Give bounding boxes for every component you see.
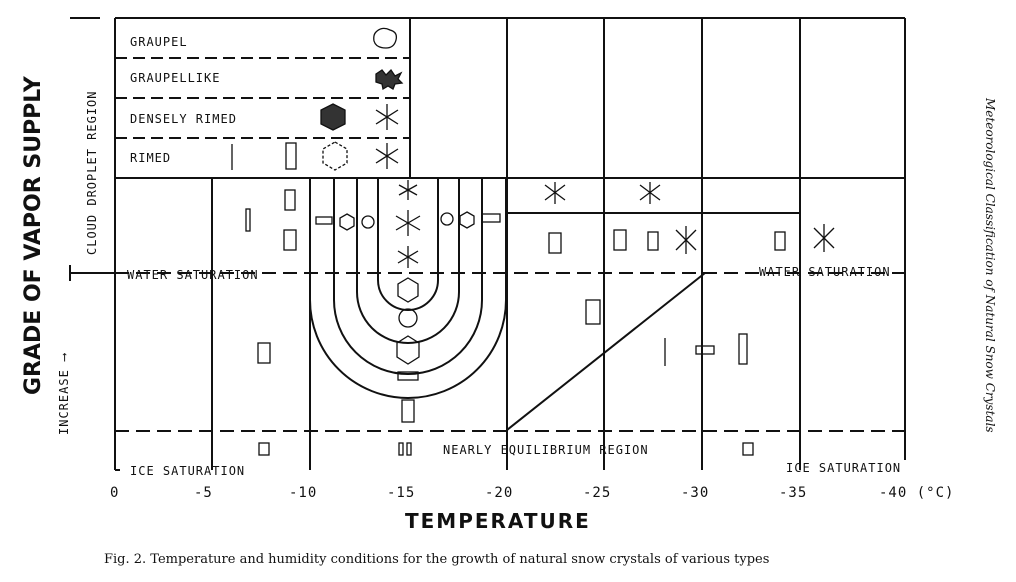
spatial-dendrite-icon	[544, 182, 566, 204]
sheath-icon	[245, 208, 251, 232]
column-icon	[738, 333, 748, 365]
x-tick-minus15: -15	[387, 485, 415, 501]
bullet-icon	[742, 442, 754, 456]
rimed-plate-icon	[322, 141, 348, 171]
dendrite-icon	[398, 180, 418, 200]
radiating-assemblage-icon	[813, 224, 835, 252]
nearly-equilibrium-label: NEARLY EQUILIBRIUM REGION	[443, 443, 649, 457]
cloud-droplet-region-label: CLOUD DROPLET REGION	[85, 91, 99, 256]
diagram-frame	[69, 17, 906, 471]
legend-graupel: GRAUPEL	[130, 35, 188, 49]
bullet-icon	[258, 442, 270, 456]
sector-plate-icon	[397, 277, 419, 303]
x-tick-minus10: -10	[289, 485, 317, 501]
broad-branch-icon	[398, 308, 418, 328]
legend-separators	[115, 57, 410, 139]
bullet-icon	[406, 442, 412, 456]
plate-icon	[459, 211, 475, 229]
plate-icon	[315, 216, 333, 225]
x-tick-minus40: -40 (°C)	[879, 485, 954, 501]
ice-saturation-label-right: ICE SATURATION	[786, 461, 901, 475]
growth-envelope-curves	[309, 178, 507, 399]
stellar-icon	[397, 246, 419, 268]
column-icon	[647, 231, 659, 251]
hollow-column-icon	[585, 299, 601, 325]
densely-rimed-plate-icon	[320, 103, 346, 131]
x-tick-minus30: -30	[681, 485, 709, 501]
spatial-dendrite-icon	[639, 182, 661, 204]
plate-icon	[396, 335, 420, 365]
x-tick-minus5: -5	[194, 485, 213, 501]
y-axis-title: GRADE OF VAPOR SUPPLY	[21, 75, 46, 395]
hollow-column-icon	[284, 189, 296, 211]
x-tick-minus35: -35	[779, 485, 807, 501]
plate-icon	[481, 213, 501, 223]
graupellike-icon	[375, 68, 404, 91]
x-tick-minus20: -20	[485, 485, 513, 501]
ice-saturation-label-left: ICE SATURATION	[130, 464, 245, 478]
densely-rimed-dendrite-icon	[375, 104, 399, 130]
thick-plate-icon	[695, 345, 715, 355]
thick-plate-icon	[397, 371, 419, 381]
x-axis-title: TEMPERATURE	[405, 509, 591, 533]
side-running-title: Meteorological Classification of Natural…	[983, 97, 997, 433]
legend-rimed: RIMED	[130, 151, 171, 165]
sector-icon	[361, 215, 375, 229]
y-axis-increase-label: INCREASE ⟶	[57, 353, 71, 435]
plate-icon	[339, 213, 355, 231]
rimed-dendrite-icon	[375, 143, 399, 169]
column-icon	[283, 229, 297, 251]
dendrite-icon	[395, 210, 421, 236]
short-column-icon	[401, 399, 415, 423]
crystal-icons	[211, 27, 835, 456]
column-icon	[257, 342, 271, 364]
column-icon	[774, 231, 786, 251]
graupel-icon	[373, 27, 398, 49]
x-tick-minus25: -25	[583, 485, 611, 501]
column-icon	[613, 229, 627, 251]
water-saturation-label-left: WATER SATURATION	[127, 268, 259, 282]
radiating-assemblage-icon	[675, 226, 697, 254]
rimed-column-icon	[285, 142, 297, 170]
sector-icon	[440, 212, 454, 226]
figure-caption: Fig. 2. Temperature and humidity conditi…	[104, 552, 769, 567]
x-tick-0: 0	[110, 485, 119, 501]
legend-graupellike: GRAUPELLIKE	[130, 71, 220, 85]
water-saturation-label-right: WATER SATURATION	[759, 265, 891, 279]
legend-densely-rimed: DENSELY RIMED	[130, 112, 237, 126]
bullet-icon	[398, 442, 404, 456]
column-icon	[548, 232, 562, 254]
